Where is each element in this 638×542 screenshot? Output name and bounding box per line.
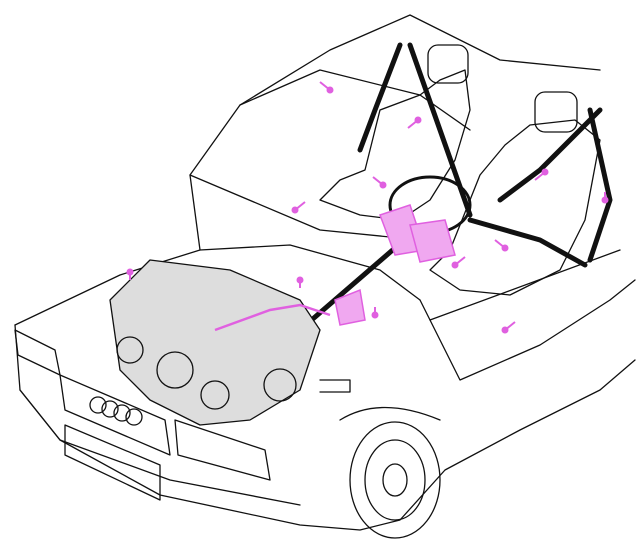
- roof-frame: [239, 14, 601, 106]
- driver-headrest: [427, 44, 469, 84]
- arrow-head: [501, 326, 509, 334]
- arrow-head: [296, 276, 304, 284]
- arrow-head: [501, 244, 509, 252]
- seat-belts: [357, 42, 613, 268]
- engine: [109, 259, 321, 426]
- side-panel: [419, 279, 636, 381]
- headlight: [14, 329, 61, 376]
- arrow-head: [601, 196, 609, 204]
- procon-ten-cables: [214, 204, 456, 332]
- arrow-head: [414, 116, 422, 124]
- license-plate: [64, 424, 161, 501]
- hood: [14, 244, 421, 326]
- grille: [59, 374, 171, 456]
- arrow-head: [126, 268, 134, 276]
- arrow-head: [541, 168, 549, 176]
- front-bumper: [19, 389, 301, 506]
- arrow-head: [291, 206, 299, 214]
- arrow-head: [451, 261, 459, 269]
- arrow-head: [379, 181, 387, 189]
- arrow-head: [326, 86, 334, 94]
- passenger-headrest: [534, 91, 578, 133]
- passenger-seat: [429, 119, 601, 296]
- audi-logo: [89, 396, 143, 426]
- driver-seat: [319, 69, 471, 221]
- arrow-head: [371, 311, 379, 319]
- car-body-outline: [14, 324, 636, 531]
- front-wheel: [349, 421, 441, 539]
